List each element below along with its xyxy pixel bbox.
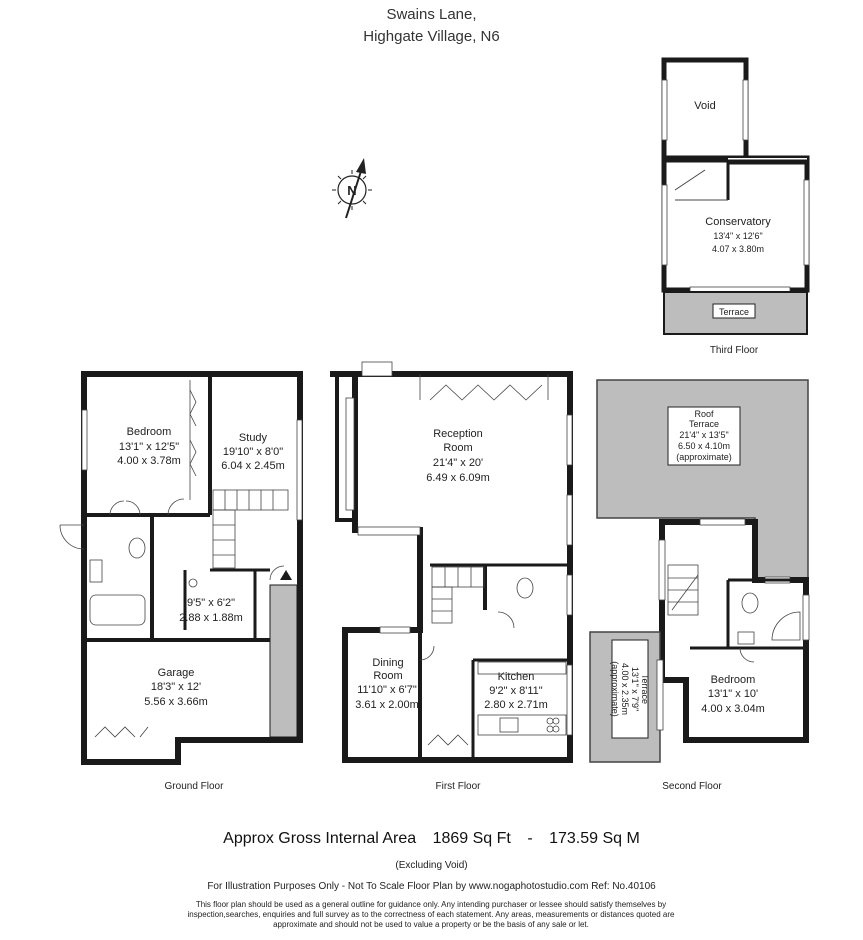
roof-terrace-name-2: Terrace [689,419,719,429]
study-metric: 6.04 x 2.45m [221,460,285,472]
ground-bedroom-metric: 4.00 x 3.78m [117,455,181,467]
reception-name-2: Room [443,442,472,454]
second-bedroom-metric: 4.00 x 3.04m [701,703,765,715]
roof-terrace-name-1: Roof [694,409,714,419]
utility-metric: 2.88 x 1.88m [179,612,243,624]
excluding-void-note: (Excluding Void) [395,860,468,871]
roof-terrace-note: (approximate) [676,452,732,462]
gross-area-label: Approx Gross Internal Area [223,830,417,847]
roof-terrace-imperial: 21'4" x 13'5" [679,430,728,440]
reception-imperial: 21'4" x 20' [433,457,483,469]
conservatory-imperial: 13'4" x 12'6" [713,231,762,241]
gross-area-separator: - [527,830,533,847]
address-line-2: Highgate Village, N6 [363,28,500,45]
kitchen-metric: 2.80 x 2.71m [484,699,548,711]
dining-metric: 3.61 x 2.00m [355,699,419,711]
reception-metric: 6.49 x 6.09m [426,472,490,484]
first-floor-plan: Reception Room 21'4" x 20' 6.49 x 6.09m … [330,361,573,792]
garage-name: Garage [158,667,195,679]
side-terrace-imperial: 13'1" x 7'9" [630,667,640,711]
dining-imperial: 11'10" x 6'7" [357,684,417,696]
conservatory-name: Conservatory [705,216,771,228]
gross-area-sqm: 173.59 Sq M [549,830,640,847]
gross-area-line: Approx Gross Internal Area 1869 Sq Ft - … [0,830,863,848]
garage-metric: 5.56 x 3.66m [144,696,208,708]
study-imperial: 19'10" x 8'0" [223,446,283,458]
garage-imperial: 18'3" x 12' [151,681,201,693]
third-terrace-label: Terrace [719,307,749,317]
void-label: Void [694,100,715,112]
dining-name-2: Room [373,670,402,682]
illustration-disclaimer: For Illustration Purposes Only - Not To … [207,881,656,892]
second-floor-label: Second Floor [662,781,722,792]
second-floor-plan: Roof Terrace 21'4" x 13'5" 6.50 x 4.10m … [589,379,810,792]
compass-icon: N [332,158,372,219]
compass-letter: N [347,183,356,198]
first-floor-label: First Floor [436,781,482,792]
kitchen-imperial: 9'2" x 8'11" [489,685,542,697]
third-floor-plan: Terrace Void Conservatory 13'4" x 12'6" … [661,57,810,356]
side-terrace-note: (approximate) [610,661,620,717]
side-terrace-metric: 4.00 x 2.35m [620,663,630,715]
third-floor-label: Third Floor [710,345,759,356]
study-name: Study [239,432,268,444]
reception-name-1: Reception [433,428,483,440]
second-bedroom-name: Bedroom [711,674,756,686]
address-line-1: Swains Lane, [386,6,477,23]
ground-bedroom-imperial: 13'1" x 12'5" [119,441,179,453]
side-terrace-name: Terrace [640,674,650,704]
roof-terrace-metric: 6.50 x 4.10m [678,441,730,451]
ground-floor-plan: Bedroom 13'1" x 12'5" 4.00 x 3.78m Study… [59,371,303,792]
utility-imperial: 9'5" x 6'2" [187,597,235,609]
gross-area-sqft: 1869 Sq Ft [432,830,511,847]
conservatory-metric: 4.07 x 3.80m [712,244,764,254]
dining-name-1: Dining [372,657,403,669]
guidance-disclaimer: This floor plan should be used as a gene… [187,900,675,929]
ground-bedroom-name: Bedroom [127,426,172,438]
second-bedroom-imperial: 13'1" x 10' [708,688,758,700]
side-terrace-label-group: Terrace 13'1" x 7'9" 4.00 x 2.35m (appro… [610,661,650,717]
kitchen-name: Kitchen [498,671,535,683]
ground-floor-label: Ground Floor [165,781,225,792]
